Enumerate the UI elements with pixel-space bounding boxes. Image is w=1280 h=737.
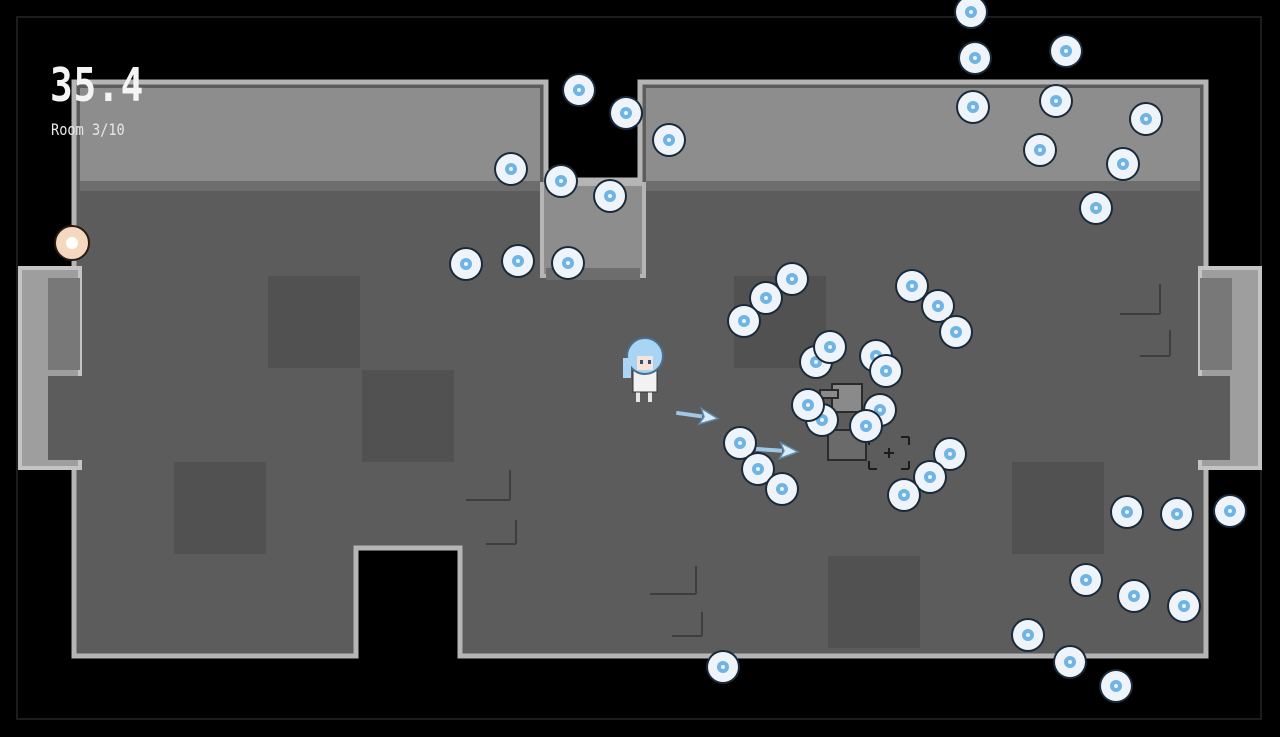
enemy-bullet-icon — [741, 452, 775, 486]
player-projectile-icon — [755, 440, 800, 460]
enemy-bullet-icon — [1069, 563, 1103, 597]
enemy-bullet-icon — [1106, 147, 1140, 181]
enemy-bullet-icon — [921, 289, 955, 323]
door-right-inner — [1200, 278, 1232, 370]
floor-tile — [1012, 462, 1104, 554]
enemy-bullet-icon — [887, 478, 921, 512]
enemy-bullet-icon — [775, 262, 809, 296]
enemy-bullet-icon — [1160, 497, 1194, 531]
enemy-bullet-icon — [1117, 579, 1151, 613]
enemy-bullet-icon — [727, 304, 761, 338]
enemy-bullet-icon — [449, 247, 483, 281]
door-left-inner — [48, 278, 80, 370]
enemy-bullet-icon — [1129, 102, 1163, 136]
enemy-bullet-icon — [895, 269, 929, 303]
enemy-bullet-icon — [501, 244, 535, 278]
enemy-bullet-icon — [791, 388, 825, 422]
enemy-bullet-icon — [593, 179, 627, 213]
floor-tile — [828, 556, 920, 648]
enemy-bullet-icon — [1011, 618, 1045, 652]
room-layout — [18, 79, 1262, 659]
enemy-bullet-icon — [706, 650, 740, 684]
enemy-bullet-icon — [1053, 645, 1087, 679]
enemy-bullet-icon — [958, 41, 992, 75]
enemy-bullet-icon — [933, 437, 967, 471]
enemy-bullet-icon — [609, 96, 643, 130]
enemy-bullet-icon — [956, 90, 990, 124]
enemy-bullet-icon — [813, 330, 847, 364]
enemy-bullet-icon — [551, 246, 585, 280]
pickup-orb-icon — [54, 225, 90, 261]
floor-decorations — [174, 276, 1171, 648]
wall-top-left — [80, 88, 540, 184]
entities — [54, 225, 910, 470]
turret-enemy-icon — [819, 383, 867, 461]
enemy-bullet-icon — [765, 472, 799, 506]
hud-room-counter: Room 3/10 — [51, 120, 125, 139]
wall-shadow-left — [80, 181, 540, 191]
floor-tile — [174, 462, 266, 554]
enemy-bullet-icon — [954, 0, 988, 29]
player-character-icon — [623, 337, 664, 402]
floor-tile — [362, 370, 454, 462]
enemy-bullet-icon — [1079, 191, 1113, 225]
enemy-bullets — [449, 0, 1247, 703]
enemy-bullet-icon — [544, 164, 578, 198]
floor-tile — [268, 276, 360, 368]
enemy-bullet-icon — [1099, 669, 1133, 703]
enemy-bullet-icon — [1049, 34, 1083, 68]
enemy-bullet-icon — [723, 426, 757, 460]
enemy-bullet-icon — [1167, 589, 1201, 623]
enemy-bullet-icon — [749, 281, 783, 315]
enemy-bullet-icon — [1110, 495, 1144, 529]
enemy-bullet-icon — [939, 315, 973, 349]
enemy-bullet-icon — [494, 152, 528, 186]
hud-timer: 35.4 — [50, 58, 145, 112]
wall-shadow-right — [646, 181, 1200, 191]
enemy-bullet-icon — [652, 123, 686, 157]
enemy-bullet-icon — [849, 409, 883, 443]
enemy-bullet-icon — [869, 354, 903, 388]
enemy-bullet-icon — [1023, 133, 1057, 167]
enemy-bullet-icon — [1039, 84, 1073, 118]
player-projectile-icon — [676, 406, 720, 426]
enemy-bullet-icon — [1213, 494, 1247, 528]
enemy-bullet-icon — [913, 460, 947, 494]
enemy-bullet-icon — [562, 73, 596, 107]
